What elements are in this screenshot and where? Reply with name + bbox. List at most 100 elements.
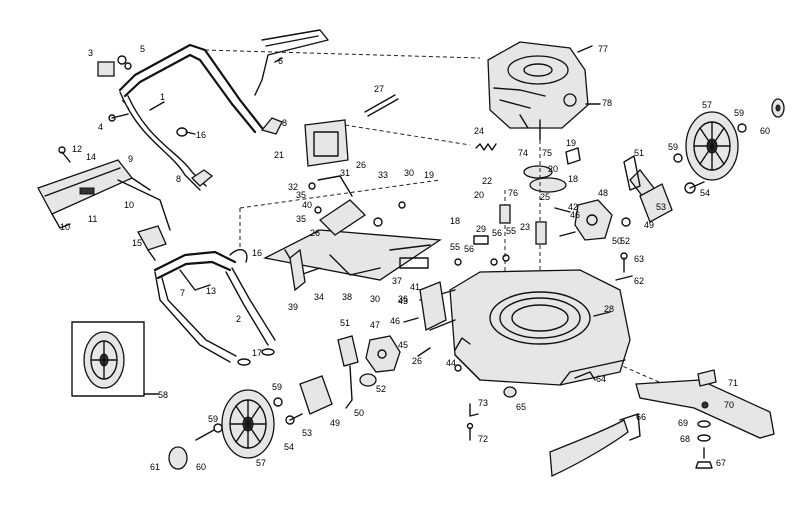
label-36: 36: [398, 294, 408, 304]
label-62: 62: [634, 276, 644, 286]
label-26b: 26: [310, 228, 320, 238]
label-76: 76: [508, 188, 518, 198]
label-56a: 56: [464, 244, 474, 254]
label-55a: 55: [450, 242, 460, 252]
label-71: 71: [728, 378, 738, 388]
label-24: 24: [474, 126, 484, 136]
label-51b: 51: [634, 148, 644, 158]
control-rod: [254, 29, 329, 96]
label-63: 63: [634, 254, 644, 264]
label-61: 61: [150, 462, 160, 472]
label-21: 21: [274, 150, 284, 160]
label-74: 74: [518, 148, 528, 158]
right-front-nut: [673, 123, 747, 163]
engine: [487, 41, 589, 141]
throttle-spring: [475, 143, 497, 151]
label-5: 5: [140, 44, 145, 54]
right-height-adjuster: [621, 155, 705, 227]
label-54b: 54: [700, 188, 710, 198]
label-31: 31: [340, 168, 350, 178]
label-13: 13: [206, 286, 216, 296]
label-6: 6: [278, 56, 283, 66]
handle-bracket: [137, 225, 167, 261]
handle-wire-clip: [237, 348, 275, 366]
label-51a: 51: [340, 318, 350, 328]
label-44: 44: [446, 358, 456, 368]
label-58: 58: [158, 390, 168, 400]
label-30a: 30: [404, 168, 414, 178]
label-65: 65: [516, 402, 526, 412]
label-2: 2: [236, 314, 241, 324]
label-54a: 54: [284, 442, 294, 452]
label-32: 32: [288, 182, 298, 192]
label-26c: 26: [412, 356, 422, 366]
label-19a: 19: [424, 170, 434, 180]
label-16b: 16: [252, 248, 262, 258]
label-78: 78: [602, 98, 612, 108]
label-8a: 8: [282, 118, 287, 128]
label-10b: 10: [60, 222, 70, 232]
label-29: 29: [476, 224, 486, 234]
label-59c: 59: [272, 382, 282, 392]
label-48: 48: [598, 188, 608, 198]
left-rear-nut: [195, 423, 223, 441]
blade-hardware: [695, 369, 717, 469]
label-77: 77: [598, 44, 608, 54]
label-34: 34: [314, 292, 324, 302]
leader-lines: [143, 57, 611, 395]
label-35b: 35: [296, 214, 306, 224]
label-11: 11: [88, 214, 97, 224]
label-50a: 50: [354, 408, 364, 418]
deck-baffle: [549, 413, 641, 477]
handle-clip-lower: [229, 248, 248, 263]
label-52b: 52: [620, 236, 630, 246]
wheel-inset: [71, 321, 145, 397]
label-43: 43: [398, 296, 408, 306]
deck-bolt: [615, 252, 633, 281]
label-17: 17: [252, 348, 262, 358]
label-4: 4: [98, 122, 103, 132]
right-gear-plate: [574, 199, 613, 241]
label-10a: 10: [124, 200, 134, 210]
label-59b: 59: [668, 142, 678, 152]
label-46a: 46: [390, 316, 400, 326]
label-53b: 53: [656, 202, 666, 212]
deck-small-parts: [417, 337, 471, 372]
baffle-screws: [466, 403, 479, 441]
left-gear-plate: [365, 335, 401, 373]
label-8b: 8: [176, 174, 181, 184]
label-55b: 55: [506, 226, 516, 236]
engine-screw: [577, 45, 593, 53]
right-front-wheel: [685, 111, 739, 181]
label-27: 27: [374, 84, 384, 94]
blade-adapter: [523, 147, 581, 193]
label-37: 37: [392, 276, 402, 286]
label-60b: 60: [196, 462, 206, 472]
handle-knob-upper: [260, 117, 283, 135]
label-73: 73: [478, 398, 488, 408]
label-30b: 30: [370, 294, 380, 304]
label-15: 15: [132, 238, 142, 248]
label-9: 9: [128, 154, 133, 164]
label-40: 40: [302, 200, 312, 210]
label-20b: 20: [548, 164, 558, 174]
label-3: 3: [88, 48, 93, 58]
label-59d: 59: [208, 414, 218, 424]
label-64: 64: [596, 374, 606, 384]
label-22: 22: [482, 176, 492, 186]
rear-flap: [37, 159, 171, 231]
label-38: 38: [342, 292, 352, 302]
label-14: 14: [86, 152, 96, 162]
left-height-adjuster: [273, 335, 377, 425]
label-25: 25: [540, 192, 550, 202]
left-hubcap: [168, 446, 188, 470]
label-57b: 57: [256, 458, 266, 468]
label-68: 68: [680, 434, 690, 444]
lower-handle: [153, 250, 276, 363]
label-19b: 19: [566, 138, 576, 148]
label-16a: 16: [196, 130, 206, 140]
label-1: 1: [160, 92, 165, 102]
part-labels: 1 2 3 4 5 6 7 8 8 9 10 10 11 12 13 14 15…: [60, 44, 770, 472]
